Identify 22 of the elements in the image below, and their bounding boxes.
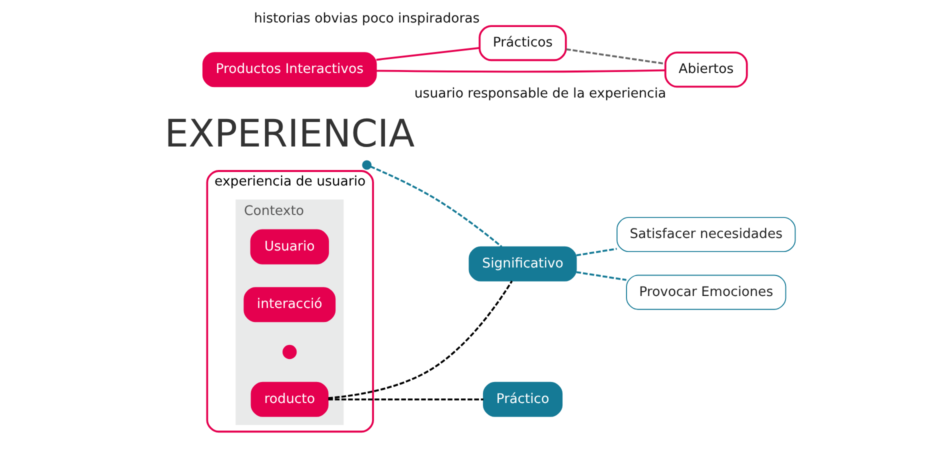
node-box: Productos Interactivos [202, 52, 377, 88]
node-box: roducto [250, 382, 328, 417]
connector [362, 160, 502, 248]
connector [576, 248, 617, 256]
node-box: Usuario [250, 229, 329, 264]
connector [376, 46, 480, 61]
connector [576, 271, 626, 281]
node-box: Significativo [468, 246, 577, 282]
connector [328, 398, 484, 400]
node-box: Abiertos [664, 52, 748, 88]
connector [376, 69, 666, 73]
connector [566, 48, 666, 65]
node-box: Provocar Emociones [626, 274, 786, 310]
node-box: Práctico [482, 382, 563, 417]
node-box: interacció [244, 287, 336, 322]
connector [328, 280, 513, 400]
node-box: Satisfacer necesidades [616, 216, 796, 252]
node-circle [282, 344, 297, 360]
node-text: EXPERIENCIA [164, 111, 415, 156]
node-label: usuario responsable de la experiencia [414, 86, 666, 102]
node-box: Prácticos [478, 25, 567, 62]
node-label: historias obvias poco inspiradoras [254, 11, 480, 26]
